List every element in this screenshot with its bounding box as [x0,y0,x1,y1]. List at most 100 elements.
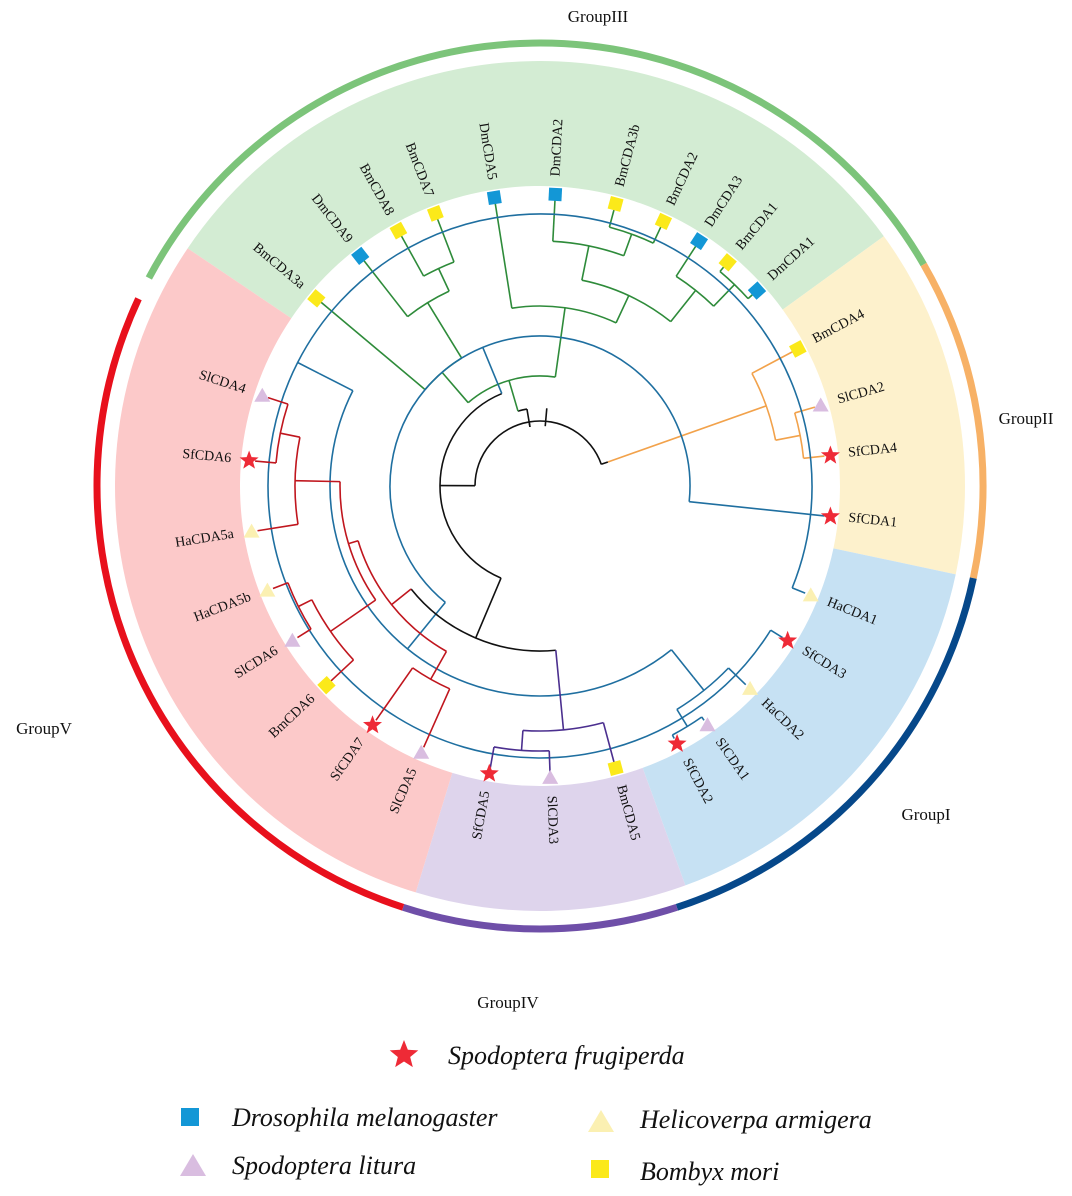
leaf-markers [239,187,840,784]
tree-branch [517,408,528,412]
tree-branch [330,659,355,682]
tree-branch [555,650,561,691]
tree-branch [652,226,662,244]
blue-square-icon [548,187,563,202]
tree-branch [432,601,446,619]
tree-branch [528,421,531,427]
purple-triangle-icon [284,632,301,647]
tree-branch [330,617,350,633]
blue-square-icon [351,246,370,266]
yellow-square-icon [607,760,624,777]
legend-label: Bombyx mori [640,1157,779,1186]
tree-branch [422,688,451,748]
purple-triangle-icon [542,769,559,784]
tree-branch [552,200,556,242]
group-band-II [782,236,965,575]
species-legend: Spodoptera frugiperda Drosophila melanog… [180,1040,872,1186]
tree-branch [671,734,675,739]
yellow-square-icon [607,195,624,212]
tree-branch [522,721,604,732]
purple-triangle-icon [254,387,271,402]
tree-branch [348,599,377,619]
tree-branch [294,436,301,525]
tree-branch [348,539,359,545]
tree-branch [482,347,503,394]
tree-branch [794,406,816,414]
group-label-III: GroupIII [568,7,629,26]
red-star-icon [820,506,840,525]
yellow-square-icon [591,1160,609,1178]
tree-branch [297,628,312,639]
tree-branch [558,689,565,730]
tree-branch [429,650,448,680]
yellow-square-icon [654,212,673,230]
yellow-triangle-icon [259,582,276,597]
tree-branch [357,540,447,653]
leaf-label-sfcda4: SfCDA4 [847,441,897,461]
yellow-square-icon [317,675,336,695]
tree-branch [318,372,354,392]
tree-branch [675,245,697,277]
legend-item-bombyx-mori: Bombyx mori [591,1157,779,1186]
tree-branch [615,295,630,324]
tree-branch [297,361,320,375]
group-ring-III [145,39,927,280]
tree-branch [544,408,548,427]
tree-branch [672,716,703,736]
tree-branch [339,481,377,601]
group-ring-V [93,297,405,911]
tree-branch [375,667,414,721]
group-ring-II [920,262,987,579]
group-label-II: GroupII [999,409,1054,428]
yellow-square-icon [426,204,444,222]
yellow-square-icon [789,340,807,358]
group-band-I [642,548,956,886]
tree-branch [719,266,725,273]
yellow-triangle-icon [588,1110,614,1132]
group-labels: GroupIII GroupII GroupI GroupIV GroupV [16,7,1054,1012]
group-ring-IV [402,903,678,933]
tree-branch [298,599,313,608]
group-band-IV [415,767,686,911]
tree-branch [554,307,566,378]
red-star-icon [667,733,687,752]
tree-branch [391,588,412,606]
tree-branch [508,380,519,412]
tree-branch [713,284,736,307]
tree-branch [493,746,550,752]
group-band-III [187,60,884,319]
tree-branch [255,460,277,464]
tree-branch [494,203,513,309]
tree-branch [727,667,747,686]
tree-branch [747,294,754,300]
tree-branch [423,261,455,277]
tree-branch [552,240,625,257]
tree-branch [670,649,694,678]
red-star-icon [239,450,259,469]
red-star-icon [363,715,383,734]
tree-branch [439,392,503,579]
tree-branch [803,455,825,460]
tree-branch [311,599,355,661]
tree-branch [329,390,672,697]
legend-item-helicoverpa-armigera: Helicoverpa armigera [588,1105,872,1134]
tree-branch [267,396,289,405]
leaf-label-sfcda6: SfCDA6 [182,447,232,466]
blue-square-icon [486,190,502,206]
group-ring-I [675,577,977,911]
leaf-label-sfcda1: SfCDA1 [848,511,898,531]
tree-branch [467,375,556,404]
tree-branch [389,335,691,603]
tree-branch [441,371,469,404]
tree-branch [320,301,426,391]
tree-branch [400,235,425,277]
tree-branch [751,351,793,375]
tree-branch [280,432,301,438]
tree-branch [775,434,801,441]
yellow-square-icon [389,221,408,240]
red-star-icon [479,763,499,782]
tree-branch [607,405,767,463]
tree-branch [511,305,617,324]
tree-branch [676,667,730,711]
